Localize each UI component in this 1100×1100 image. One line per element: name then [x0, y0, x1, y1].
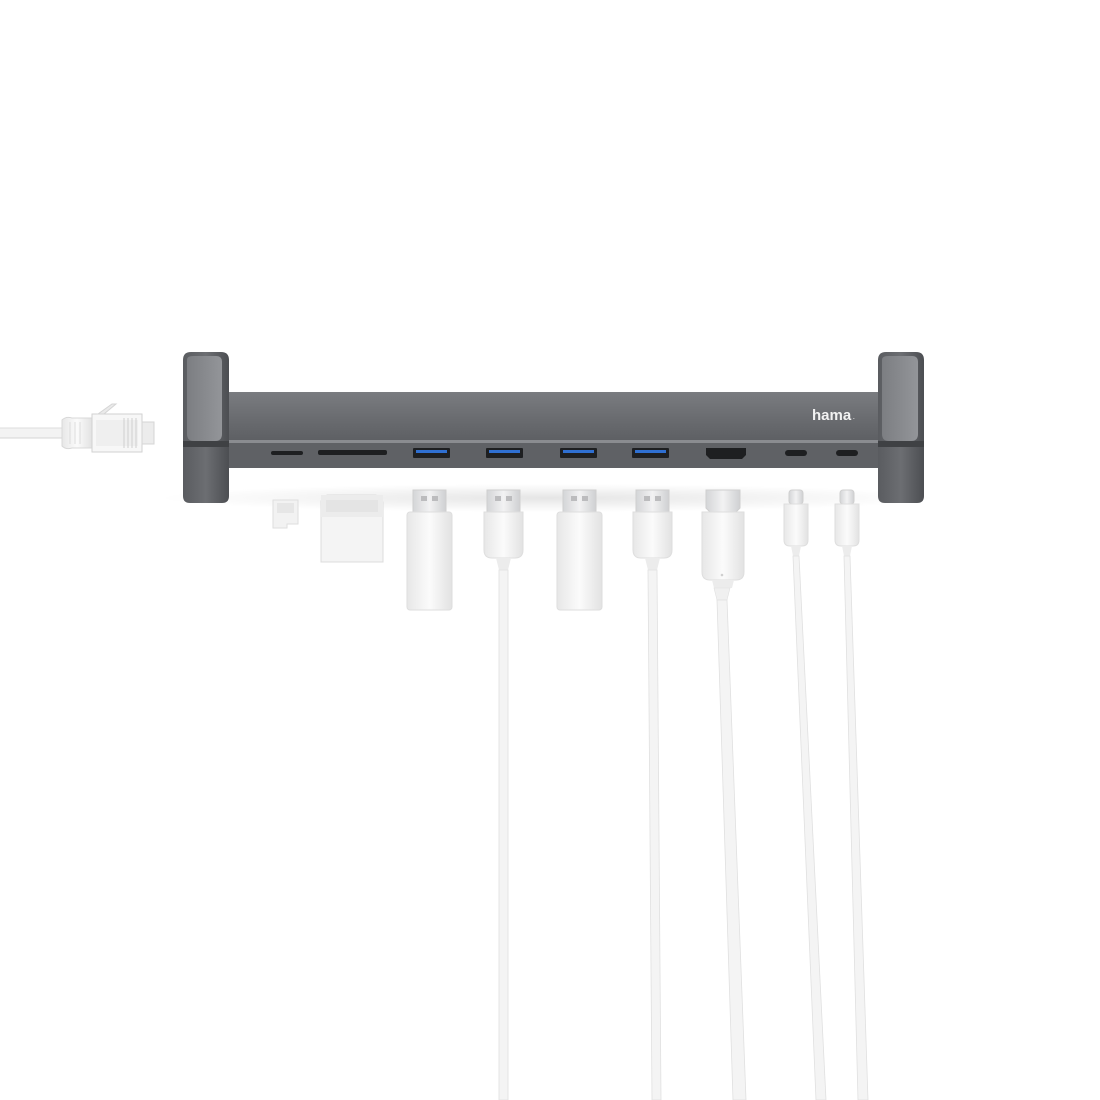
- brand-mark: .: [853, 415, 855, 421]
- usb-a-cable-1-icon: [483, 489, 524, 1100]
- usb-a-port-2-icon[interactable]: [486, 448, 523, 458]
- usb-flash-drive-2-icon: [556, 489, 603, 611]
- usb-flash-drive-1-icon: [406, 489, 453, 611]
- left-end-cap: [183, 352, 229, 503]
- hdmi-port-icon[interactable]: [706, 448, 746, 459]
- usb-a-cable-2-icon: [632, 489, 673, 1100]
- usb-c-port-2-icon[interactable]: [836, 450, 858, 456]
- right-end-cap: [878, 352, 924, 503]
- usb-c-cable-2-icon: [834, 489, 869, 1100]
- usb-c-cable-1-icon: [783, 489, 827, 1100]
- accessories: [272, 489, 869, 1100]
- docking-station: hama .: [183, 352, 924, 503]
- usb-a-port-1-icon[interactable]: [413, 448, 450, 458]
- micro-sd-card-icon: [272, 499, 299, 529]
- brand-text: hama: [812, 407, 852, 424]
- ethernet-cable: [0, 403, 155, 453]
- usb-a-port-3-icon[interactable]: [560, 448, 597, 458]
- usb-c-port-1-icon[interactable]: [785, 450, 807, 456]
- port-row: [271, 448, 858, 459]
- sd-slot-icon[interactable]: [318, 450, 387, 455]
- usb-a-port-4-icon[interactable]: [632, 448, 669, 458]
- sd-card-icon: [320, 494, 384, 563]
- hdmi-cable-icon: [701, 489, 747, 1100]
- hama-logo: hama .: [812, 407, 855, 424]
- rj45-plug-icon: [61, 403, 155, 453]
- micro-sd-slot-icon[interactable]: [271, 451, 303, 455]
